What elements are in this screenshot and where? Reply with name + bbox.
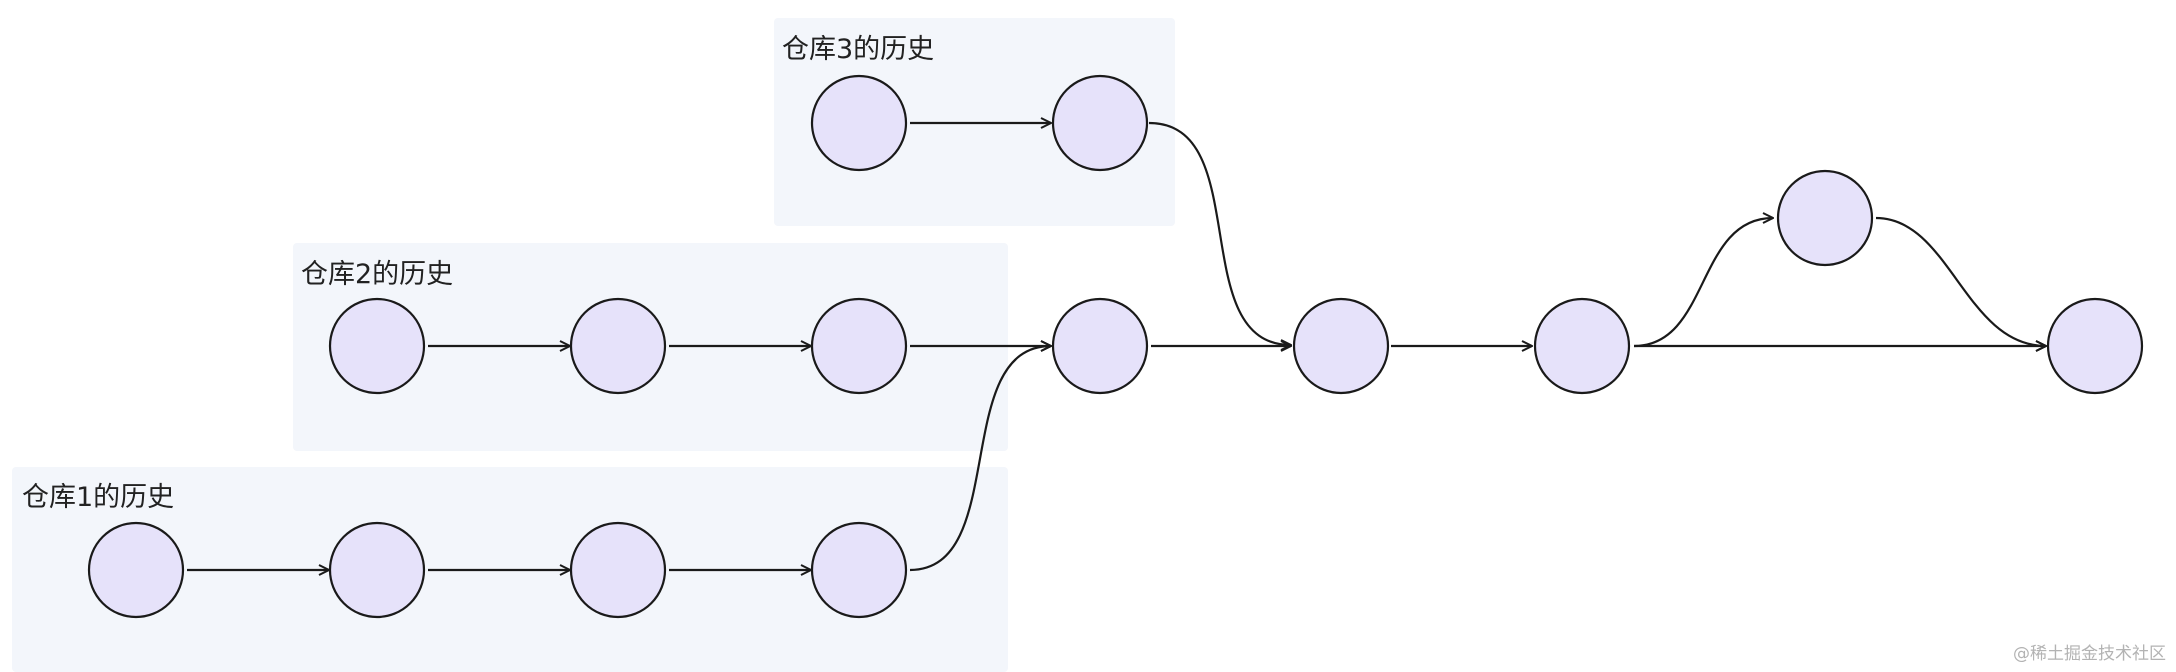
commits [87,74,2144,619]
commit-node [569,521,667,619]
commit-node [1051,74,1149,172]
edge-m3-branch [1633,218,1773,348]
repo3-panel-title: 仓库3的历史 [782,34,934,65]
commit-node [328,297,426,395]
commit-node [87,521,185,619]
watermark: @稀土掘金技术社区 [2013,644,2166,664]
commit-node [810,297,908,395]
commit-node [810,521,908,619]
commit-node [810,74,908,172]
commit-node [1533,297,1631,395]
commit-node [1292,297,1390,395]
commit-node [2046,297,2144,395]
repo2-panel-title: 仓库2的历史 [301,259,453,290]
commit-node [569,297,667,395]
commit-node [1051,297,1149,395]
edge-r1c4-merge1 [909,346,1051,572]
edges [187,123,2046,570]
edge-r3c2-merge2 [1148,121,1291,345]
edge-branch-final [1875,216,2046,346]
commit-node [1776,169,1874,267]
repo1-panel-title: 仓库1的历史 [22,482,174,513]
commit-node [328,521,426,619]
